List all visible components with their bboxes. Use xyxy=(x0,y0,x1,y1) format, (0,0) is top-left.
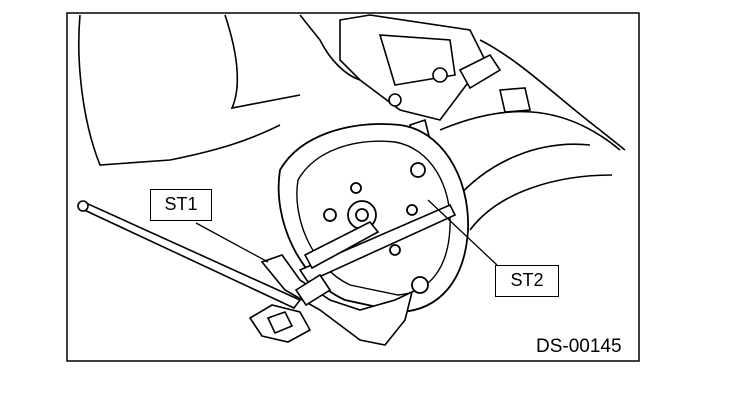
st2-callout: ST2 xyxy=(495,265,559,297)
figure-frame xyxy=(66,12,640,362)
tool-arm xyxy=(298,203,457,284)
st1-callout: ST1 xyxy=(150,189,212,221)
body-panel xyxy=(78,14,626,231)
figure-id: DS-00145 xyxy=(536,336,622,357)
st2-leader-line xyxy=(427,199,498,266)
breaker-bar xyxy=(77,200,332,343)
st1-bracket xyxy=(260,254,414,346)
st1-leader-line xyxy=(195,222,269,263)
knuckle-assembly xyxy=(339,14,531,147)
